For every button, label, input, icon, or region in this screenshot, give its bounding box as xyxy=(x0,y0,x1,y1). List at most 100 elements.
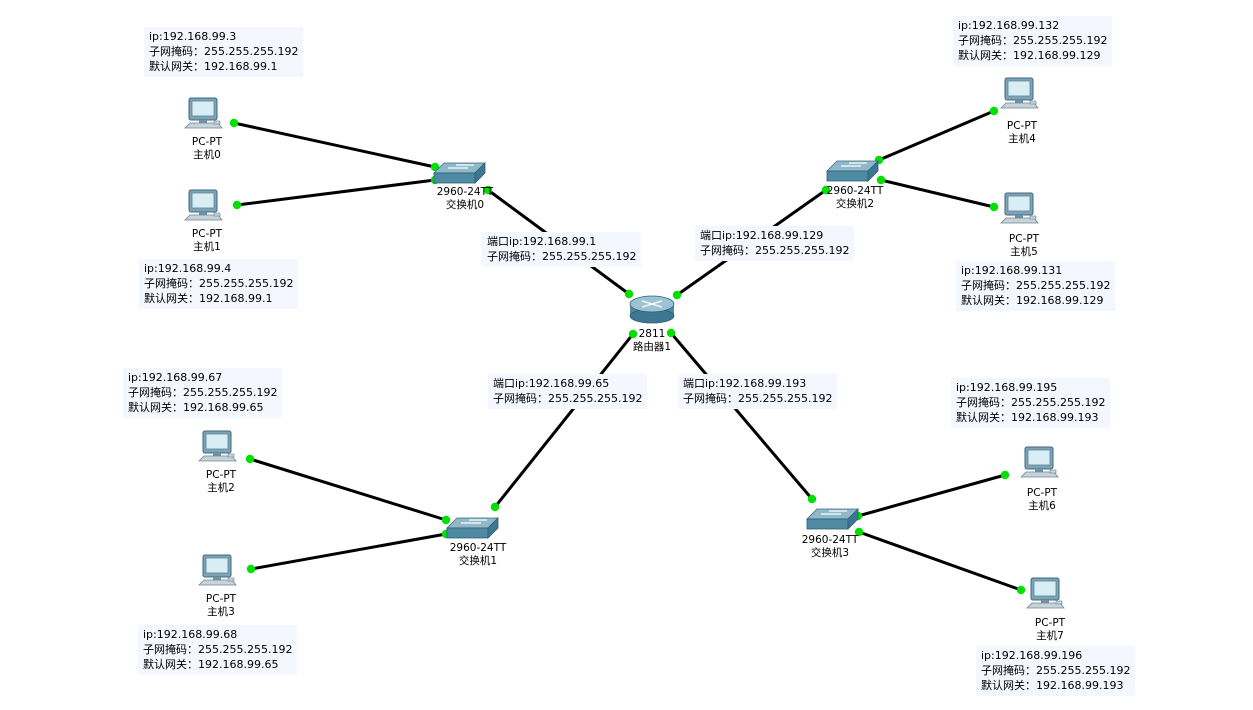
note-line: 子网掩码：255.255.255.192 xyxy=(493,392,643,405)
note-line: ip:192.168.99.196 xyxy=(981,649,1083,662)
device-name: 主机6 xyxy=(1028,500,1056,512)
device-name: 主机1 xyxy=(193,241,221,253)
note-line: 子网掩码：255.255.255.192 xyxy=(149,45,299,58)
device-name: 路由器1 xyxy=(632,341,672,353)
port-status-dot-sw3-10 xyxy=(854,527,864,537)
note-line: 子网掩码：255.255.255.192 xyxy=(683,392,833,405)
pc-icon-pc5[interactable] xyxy=(1000,192,1039,224)
link-pc5-sw2[interactable] xyxy=(880,178,995,209)
pc-icon-pc6[interactable] xyxy=(1020,446,1059,478)
note-line: 默认网关：192.168.99.1 xyxy=(149,60,278,73)
port-status-dot-r1-8 xyxy=(672,290,682,300)
pc-icon-pc7[interactable] xyxy=(1026,577,1065,609)
switch-icon-sw3[interactable] xyxy=(806,508,859,530)
device-model: PC-PT xyxy=(191,136,223,148)
note-line: 默认网关：192.168.99.129 xyxy=(961,294,1104,307)
note-line: ip:192.168.99.131 xyxy=(961,264,1063,277)
port-status-dot-sw2-8 xyxy=(821,185,831,195)
note-line: 默认网关：192.168.99.193 xyxy=(956,411,1099,424)
device-model: PC-PT xyxy=(1006,120,1038,132)
ip-note-r1_port2[interactable]: 端口ip:192.168.99.129 子网掩码：255.255.255.192 xyxy=(695,226,855,261)
link-pc1-sw0[interactable] xyxy=(236,178,436,207)
pc-icon-pc1[interactable] xyxy=(184,189,223,221)
link-pc0-sw0[interactable] xyxy=(233,121,436,169)
pc-icon-pc0[interactable] xyxy=(184,97,223,129)
note-line: 子网掩码：255.255.255.192 xyxy=(958,34,1108,47)
note-line: 默认网关：192.168.99.65 xyxy=(143,658,279,671)
ip-note-pc7[interactable]: ip:192.168.99.196 子网掩码：255.255.255.192 默认网… xyxy=(976,646,1136,696)
ip-note-r1_port3[interactable]: 端口ip:192.168.99.193 子网掩码：255.255.255.192 xyxy=(678,374,838,409)
link-sw3-r1[interactable] xyxy=(669,332,814,500)
port-status-dot-r1-11 xyxy=(666,328,676,338)
port-status-dot-pc3-4 xyxy=(246,564,256,574)
port-status-dot-r1-5 xyxy=(628,329,638,339)
link-pc6-sw3[interactable] xyxy=(857,473,1006,518)
switch-icon-sw2[interactable] xyxy=(826,160,879,182)
device-name: 交换机3 xyxy=(810,547,850,559)
ip-note-r1_port1[interactable]: 端口ip:192.168.99.65 子网掩码：255.255.255.192 xyxy=(488,374,648,409)
link-pc2-sw1[interactable] xyxy=(249,457,447,522)
note-line: 子网掩码：255.255.255.192 xyxy=(981,664,1131,677)
link-pc4-sw2[interactable] xyxy=(878,109,995,162)
link-pc7-sw3[interactable] xyxy=(858,530,1022,592)
note-line: 端口ip:192.168.99.1 xyxy=(487,235,597,248)
links-layer xyxy=(233,109,1022,592)
devices-layer xyxy=(184,77,1065,609)
device-name: 主机2 xyxy=(207,482,235,494)
ip-note-pc0[interactable]: ip:192.168.99.3 子网掩码：255.255.255.192 默认网关：… xyxy=(144,27,304,77)
note-line: 默认网关：192.168.99.129 xyxy=(958,49,1101,62)
device-model: PC-PT xyxy=(205,469,237,481)
device-name: 主机0 xyxy=(193,149,221,161)
note-line: 端口ip:192.168.99.193 xyxy=(683,377,807,390)
note-line: ip:192.168.99.3 xyxy=(149,30,237,43)
note-line: 默认网关：192.168.99.1 xyxy=(144,292,273,305)
note-line: 子网掩码：255.255.255.192 xyxy=(956,396,1106,409)
device-name: 交换机2 xyxy=(835,198,875,210)
ports-layer xyxy=(229,106,1026,595)
link-sw1-r1[interactable] xyxy=(493,333,635,508)
pc-icon-pc4[interactable] xyxy=(1000,77,1039,109)
pc-icon-pc2[interactable] xyxy=(198,430,237,462)
device-model: 2960-24TT xyxy=(436,186,494,198)
note-line: 默认网关：192.168.99.65 xyxy=(128,401,264,414)
switch-icon-sw1[interactable] xyxy=(446,517,499,539)
note-line: 子网掩码：255.255.255.192 xyxy=(143,643,293,656)
port-status-dot-pc1-1 xyxy=(232,200,242,210)
device-model: PC-PT xyxy=(1034,617,1066,629)
port-status-dot-pc7-10 xyxy=(1016,585,1026,595)
device-model: 2960-24TT xyxy=(801,534,859,546)
link-pc3-sw1[interactable] xyxy=(250,532,447,571)
pc-icon-pc3[interactable] xyxy=(198,554,237,586)
note-line: 默认网关：192.168.99.193 xyxy=(981,679,1124,692)
device-model: PC-PT xyxy=(191,228,223,240)
router-icon-r1[interactable] xyxy=(629,295,675,324)
device-model: 2960-24TT xyxy=(826,185,884,197)
device-name: 主机3 xyxy=(207,606,235,618)
note-line: 端口ip:192.168.99.65 xyxy=(493,377,610,390)
device-name: 交换机1 xyxy=(458,555,498,567)
device-model: PC-PT xyxy=(1008,233,1040,245)
switch-icon-sw0[interactable] xyxy=(433,162,486,184)
device-model: 2960-24TT xyxy=(449,542,507,554)
note-line: 端口ip:192.168.99.129 xyxy=(700,229,824,242)
note-line: 子网掩码：255.255.255.192 xyxy=(700,244,850,257)
port-status-dot-pc4-6 xyxy=(989,106,999,116)
